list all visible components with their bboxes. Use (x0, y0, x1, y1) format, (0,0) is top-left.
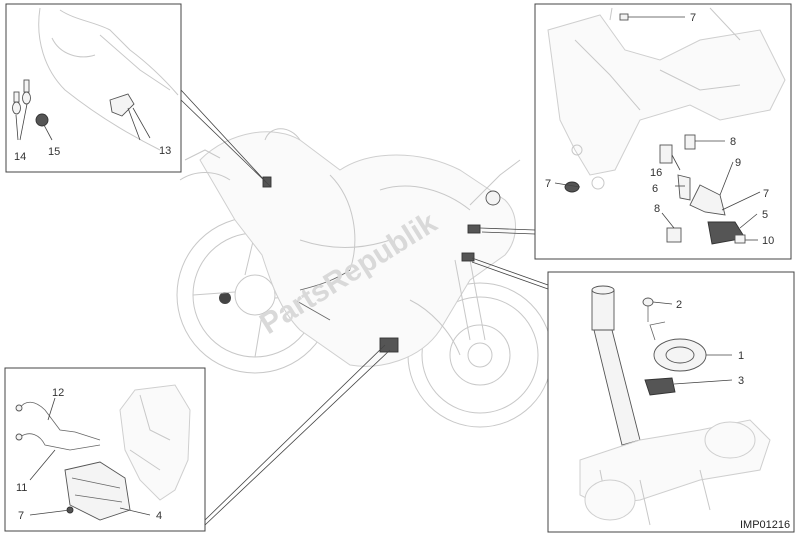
part-14-bolts (12, 79, 31, 115)
detail-top-right (534, 3, 792, 260)
callout-15: 15 (48, 146, 60, 158)
diagram-code: IMP01216 (740, 519, 790, 531)
callout-1: 1 (738, 350, 744, 362)
part-8-spacer-bottom (666, 227, 682, 243)
callout-13: 13 (159, 145, 171, 157)
callout-7-right: 7 (763, 188, 769, 200)
detail-top-left (5, 3, 182, 173)
callout-16: 16 (650, 167, 662, 179)
callout-11: 11 (16, 482, 27, 494)
callout-7-left: 7 (545, 178, 551, 190)
callout-5: 5 (762, 209, 768, 221)
callout-7-top: 7 (690, 12, 696, 24)
part-7-grommet (564, 181, 580, 193)
callout-7-bl: 7 (18, 510, 24, 522)
callout-4: 4 (156, 510, 162, 522)
callout-8-top: 8 (730, 136, 736, 148)
part-2-screw (642, 297, 654, 307)
callout-14: 14 (14, 151, 26, 163)
steering-stem-top (591, 289, 615, 331)
part-10-clip (734, 234, 746, 244)
motorcycle-outline (176, 128, 553, 428)
callout-2: 2 (676, 299, 682, 311)
callout-10: 10 (762, 235, 774, 247)
detail-connector-lines (180, 89, 549, 526)
part-6-bolt (677, 174, 691, 201)
callout-3: 3 (738, 375, 744, 387)
part-16-bushing (659, 144, 673, 164)
part-7-screw-top (619, 13, 629, 21)
callout-8-bottom: 8 (654, 203, 660, 215)
part-9-bracket (689, 184, 726, 216)
callout-9: 9 (735, 157, 741, 169)
part-12-cable (19, 401, 101, 441)
detail-bottom-right (547, 271, 795, 533)
part-13-bracket (109, 93, 135, 117)
part-8-spacer-top (684, 134, 696, 150)
callout-12: 12 (52, 387, 64, 399)
detail-bottom-left (4, 367, 206, 532)
callout-6: 6 (652, 183, 658, 195)
part-3-bracket (644, 377, 676, 396)
part-15-nut (35, 113, 49, 127)
callout-labels: 14 15 13 7 8 16 6 9 7 7 8 5 10 12 11 7 4… (14, 12, 774, 522)
